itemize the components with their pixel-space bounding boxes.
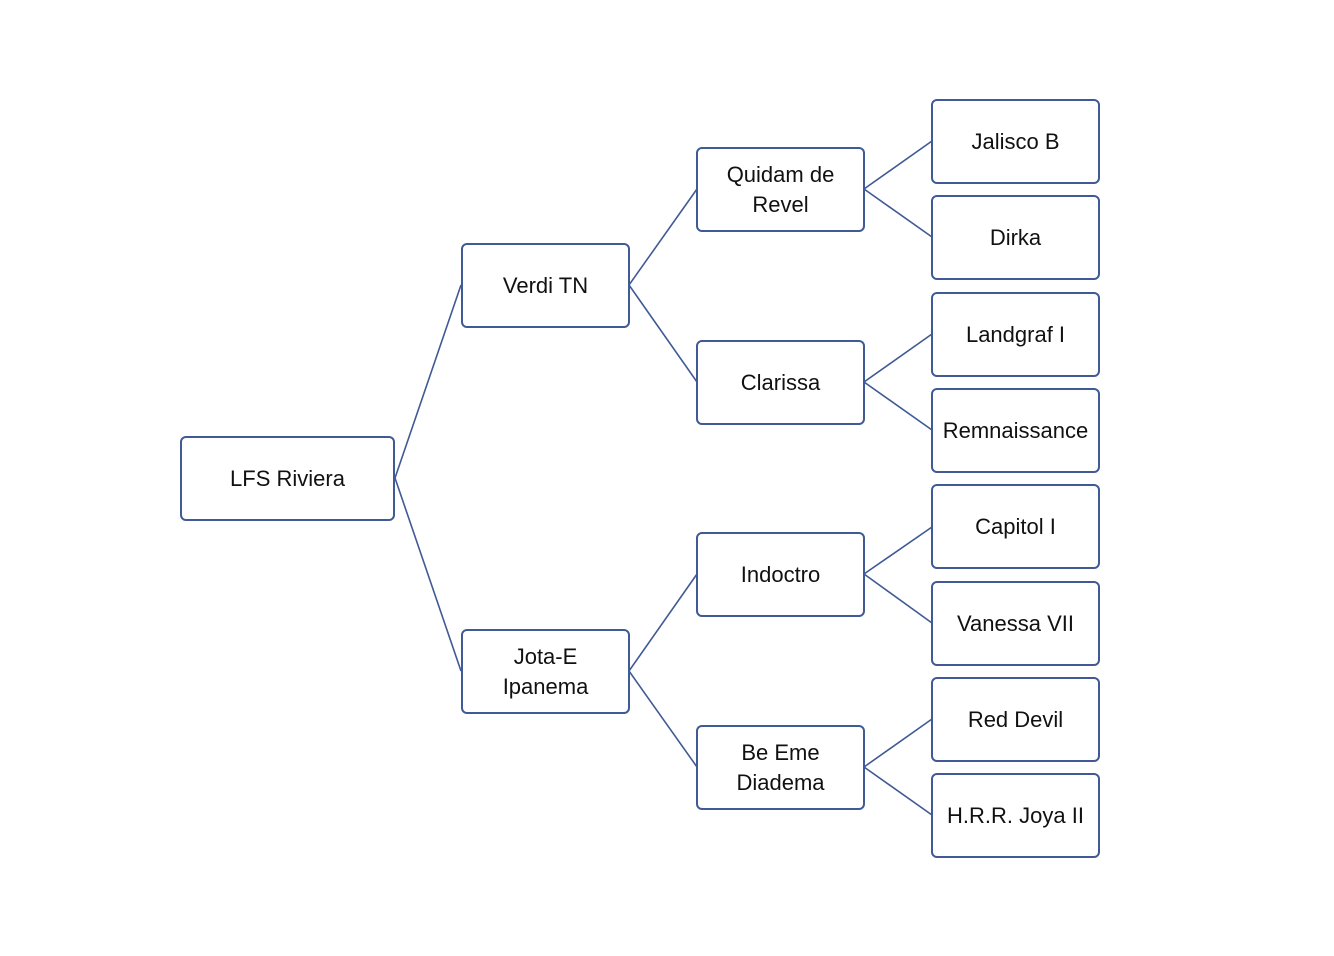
connector-g-vanessa <box>863 573 933 624</box>
node-great-grandparent-5: Capitol I <box>931 484 1100 569</box>
connector-g-landgraf <box>863 333 933 383</box>
connector-root-sire <box>394 284 462 479</box>
node-great-grandparent-1: Jalisco B <box>931 99 1100 184</box>
node-sire-sire: Quidam de Revel <box>696 147 865 232</box>
connector-dam-dam-dam <box>628 670 698 768</box>
node-sire-dam: Clarissa <box>696 340 865 425</box>
connector-dam-dam-sire <box>628 573 698 672</box>
connector-g-capitol <box>863 526 933 575</box>
node-dam-sire: Indoctro <box>696 532 865 617</box>
connector-g-red-devil <box>863 718 933 768</box>
connector-root-dam <box>394 477 462 672</box>
node-great-grandparent-8: H.R.R. Joya II <box>931 773 1100 858</box>
connector-sire-sire-dam <box>628 284 698 383</box>
node-dam-dam: Be Eme Diadema <box>696 725 865 810</box>
connector-g-jalisco <box>863 140 933 190</box>
node-great-grandparent-4: Remnaissance <box>931 388 1100 473</box>
connector-g-joya <box>863 766 933 816</box>
connector-g-remnaissance <box>863 381 933 431</box>
node-dam: Jota-E Ipanema <box>461 629 630 714</box>
node-great-grandparent-7: Red Devil <box>931 677 1100 762</box>
connector-g-dirka <box>863 188 933 238</box>
node-sire: Verdi TN <box>461 243 630 328</box>
connector-sire-sire-sire <box>628 188 698 286</box>
node-great-grandparent-6: Vanessa VII <box>931 581 1100 666</box>
node-root: LFS Riviera <box>180 436 395 521</box>
node-great-grandparent-3: Landgraf I <box>931 292 1100 377</box>
node-great-grandparent-2: Dirka <box>931 195 1100 280</box>
